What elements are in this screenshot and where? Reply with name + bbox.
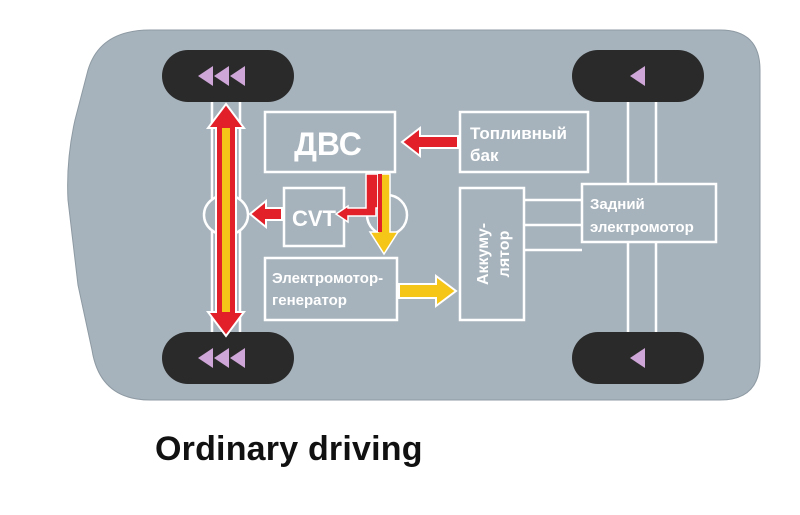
- engine-output-arrow-yellow: [368, 173, 400, 256]
- fuel-flow-arrow: [400, 125, 459, 159]
- cvt-output-arrow: [248, 198, 283, 230]
- engine-box: [263, 110, 397, 174]
- fuel-tank-box: [458, 110, 590, 174]
- battery-label-line2: лятор: [496, 230, 513, 277]
- wheel-front-left: [162, 50, 294, 102]
- fuel-tank-label-line1: Топливный: [470, 124, 567, 143]
- engine-label: ДВС: [294, 126, 362, 162]
- rear-motor-label-line2: электромотор: [590, 219, 694, 236]
- rear-motor-box: [580, 182, 718, 244]
- engine-output-arrow-red-stripe: [378, 174, 382, 232]
- diagram-caption: Ordinary driving: [155, 430, 423, 468]
- motor-generator-label-line2: генератор: [272, 292, 347, 309]
- cvt-label: CVT: [292, 206, 337, 231]
- wheel-rear-left: [572, 50, 704, 102]
- wheel-rear-right: [572, 332, 704, 384]
- motor-generator-box: [263, 256, 399, 322]
- battery-label-line1: Аккуму-: [475, 223, 492, 285]
- motor-generator-label-line1: Электромотор-: [272, 270, 383, 287]
- fuel-tank-label-line2: бак: [470, 146, 499, 165]
- wheel-front-right: [162, 332, 294, 384]
- rear-motor-label-line1: Задний: [590, 196, 645, 213]
- charge-flow-arrow: [398, 274, 458, 308]
- battery-box: [458, 186, 526, 322]
- front-axle-drive-arrow: [206, 102, 246, 338]
